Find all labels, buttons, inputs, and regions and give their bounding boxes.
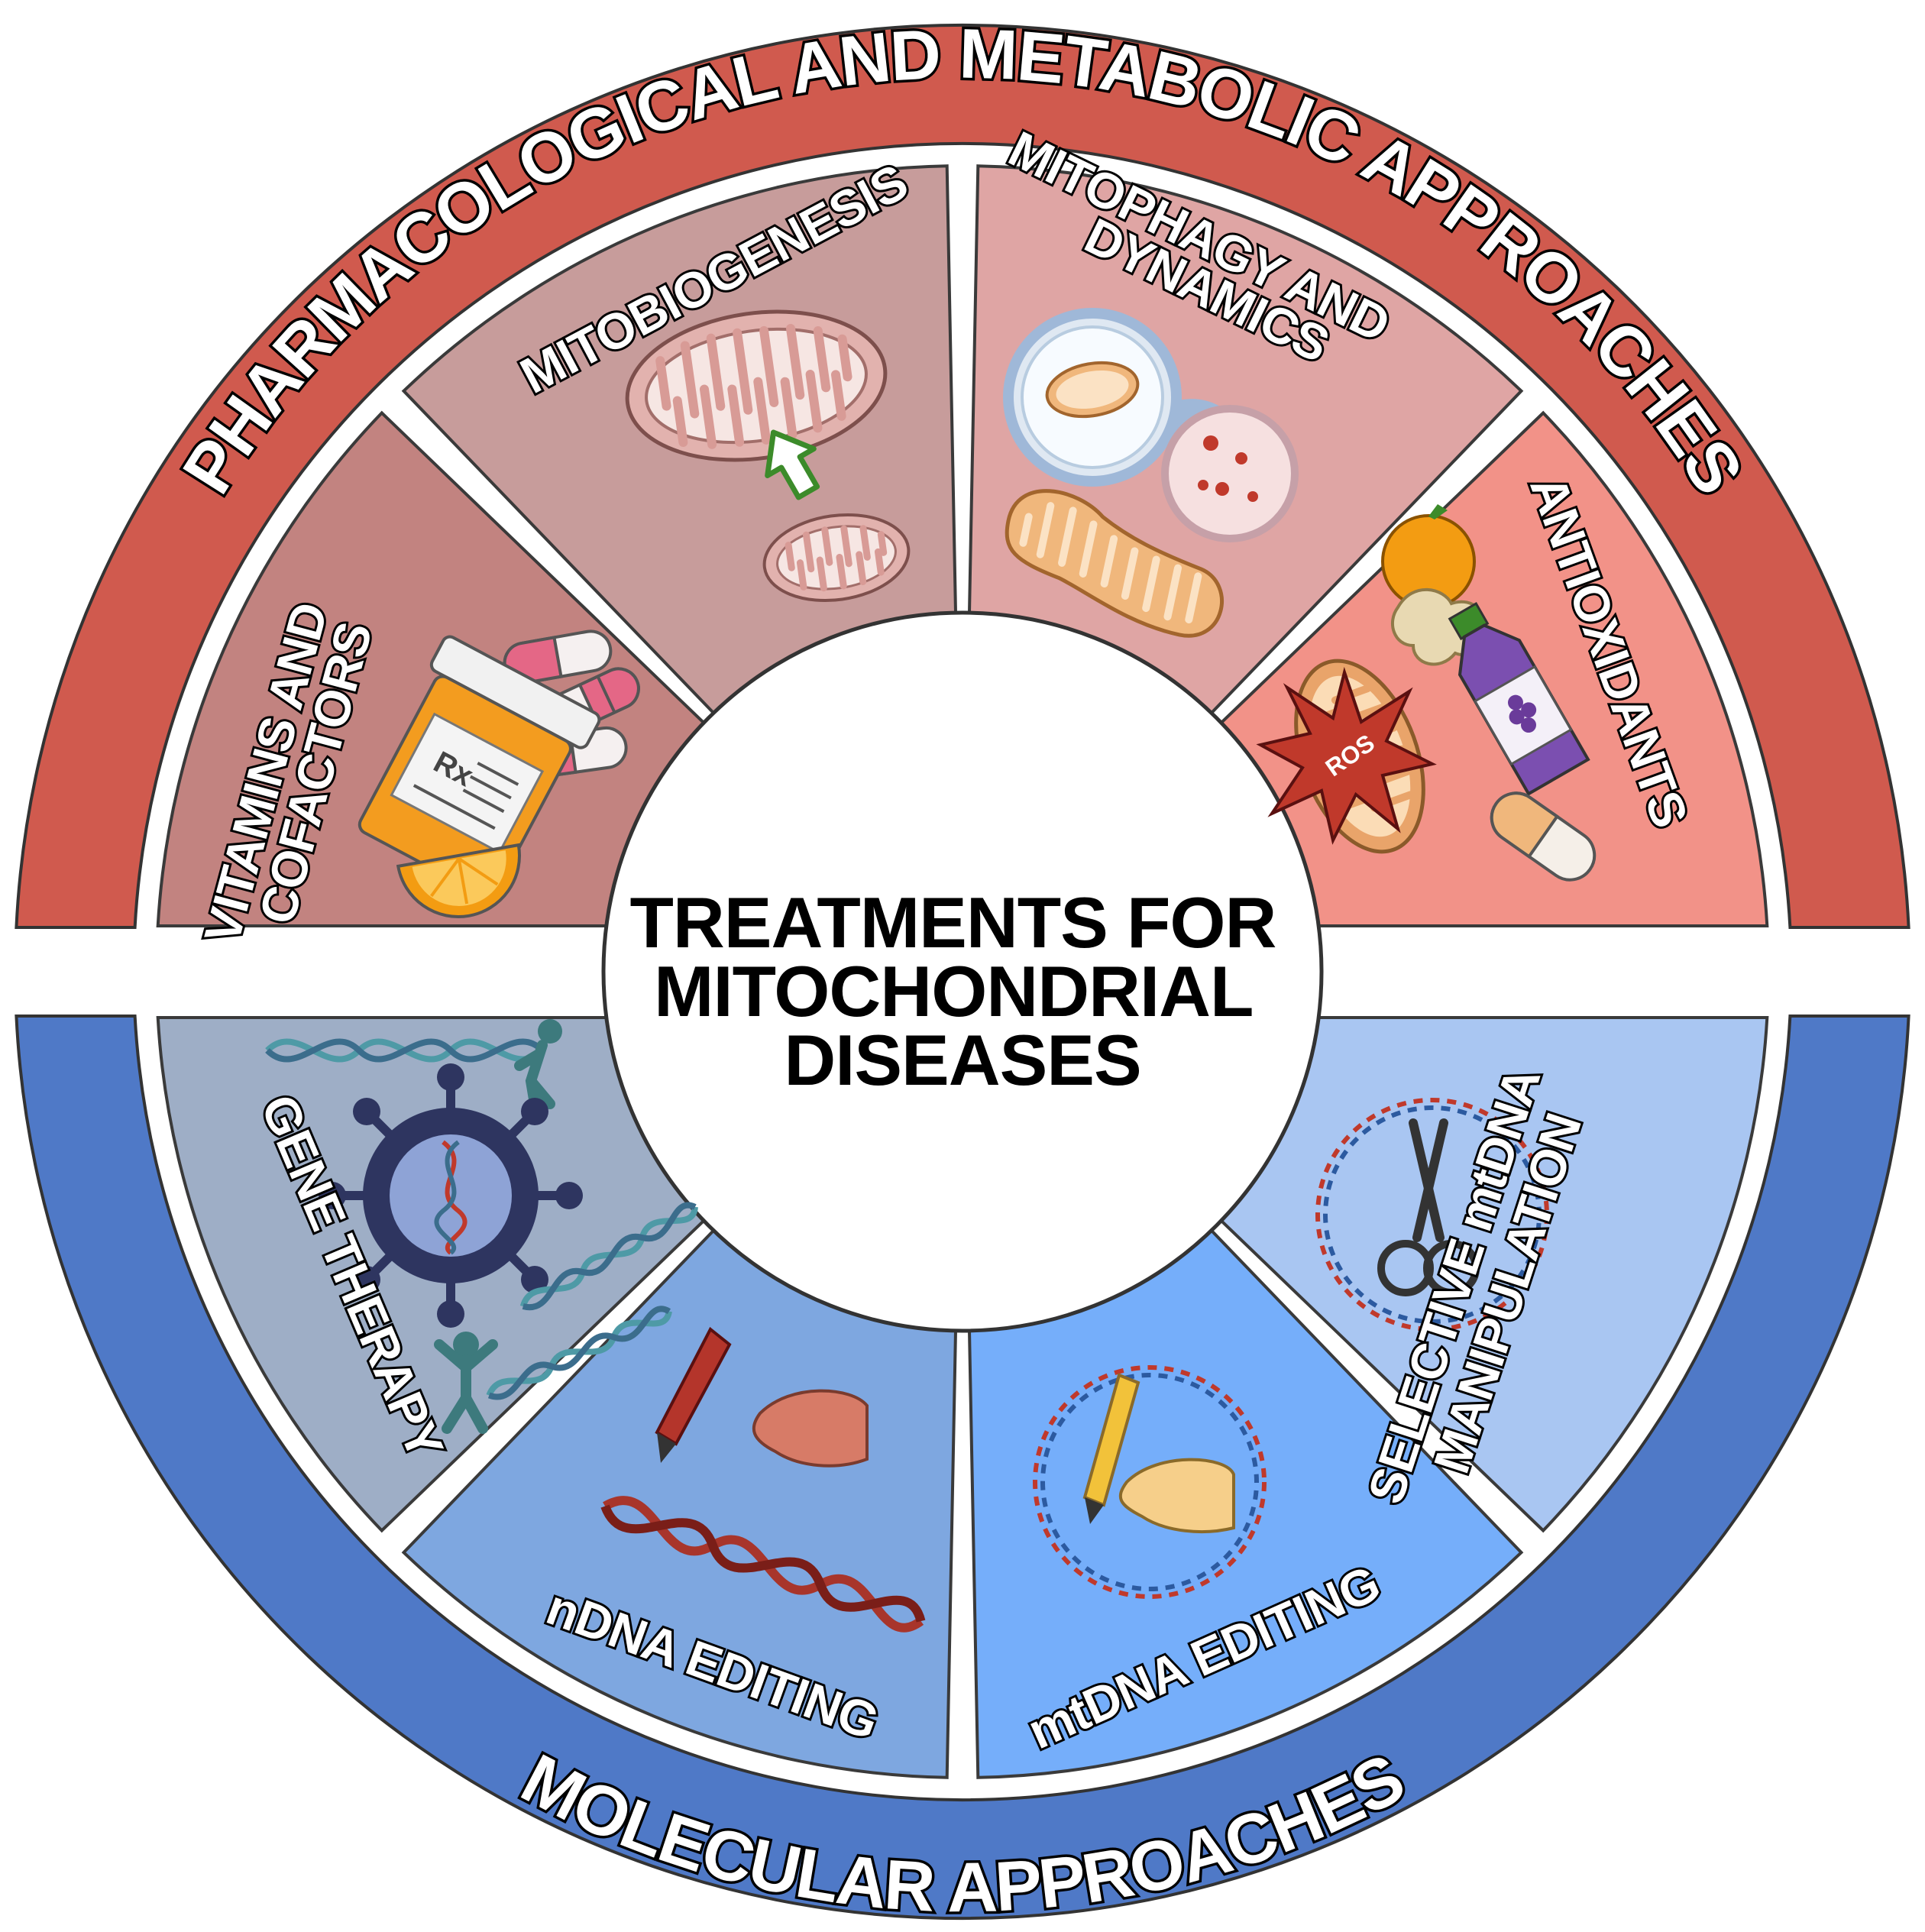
- autophagosome-icon: [1003, 308, 1299, 542]
- dna-helix-icon: [600, 1496, 926, 1633]
- ros-burst-icon: ROS: [1256, 666, 1437, 845]
- scissors-icon: [1377, 1118, 1480, 1296]
- dna-strand-icon: [519, 1202, 698, 1311]
- pill-bottle-icon: Rx: [358, 635, 601, 898]
- circular-mtdna-icon: [1033, 1365, 1267, 1599]
- molecular-ring: [15, 1015, 1910, 1921]
- center-circle: [601, 610, 1324, 1333]
- pharmacological-ring: [15, 23, 1910, 929]
- fused-mitochondria-icon: [1005, 489, 1224, 638]
- dna-strand-icon: [265, 1038, 545, 1063]
- hand-pen-icon: [655, 1326, 869, 1468]
- circular-mtdna-icon: [1315, 1098, 1549, 1332]
- mitochondrion-small-icon: [762, 513, 911, 603]
- juice-bottle-icon: [1448, 602, 1590, 796]
- arrow-up-icon: [765, 429, 820, 500]
- center-title: TREATMENTS FOR MITOCHONDRIAL DISEASES: [630, 882, 1296, 1100]
- mitochondrion-icon: [625, 309, 888, 462]
- dna-strand-icon: [486, 1306, 672, 1400]
- person-cheering-icon: [434, 1332, 498, 1434]
- center-title-line2: MITOCHONDRIAL: [654, 951, 1252, 1031]
- hand-pencil-icon: [1082, 1373, 1235, 1533]
- person-slouched-icon: [514, 1019, 562, 1109]
- capsule-beige-icon: [1490, 791, 1597, 882]
- virus-vector-icon: [319, 1063, 583, 1328]
- center-title-line1: TREATMENTS FOR: [630, 882, 1276, 963]
- orange-fruit-icon: [1381, 504, 1476, 609]
- orange-slice-icon: [396, 843, 521, 918]
- center-title-line3: DISEASES: [784, 1020, 1140, 1100]
